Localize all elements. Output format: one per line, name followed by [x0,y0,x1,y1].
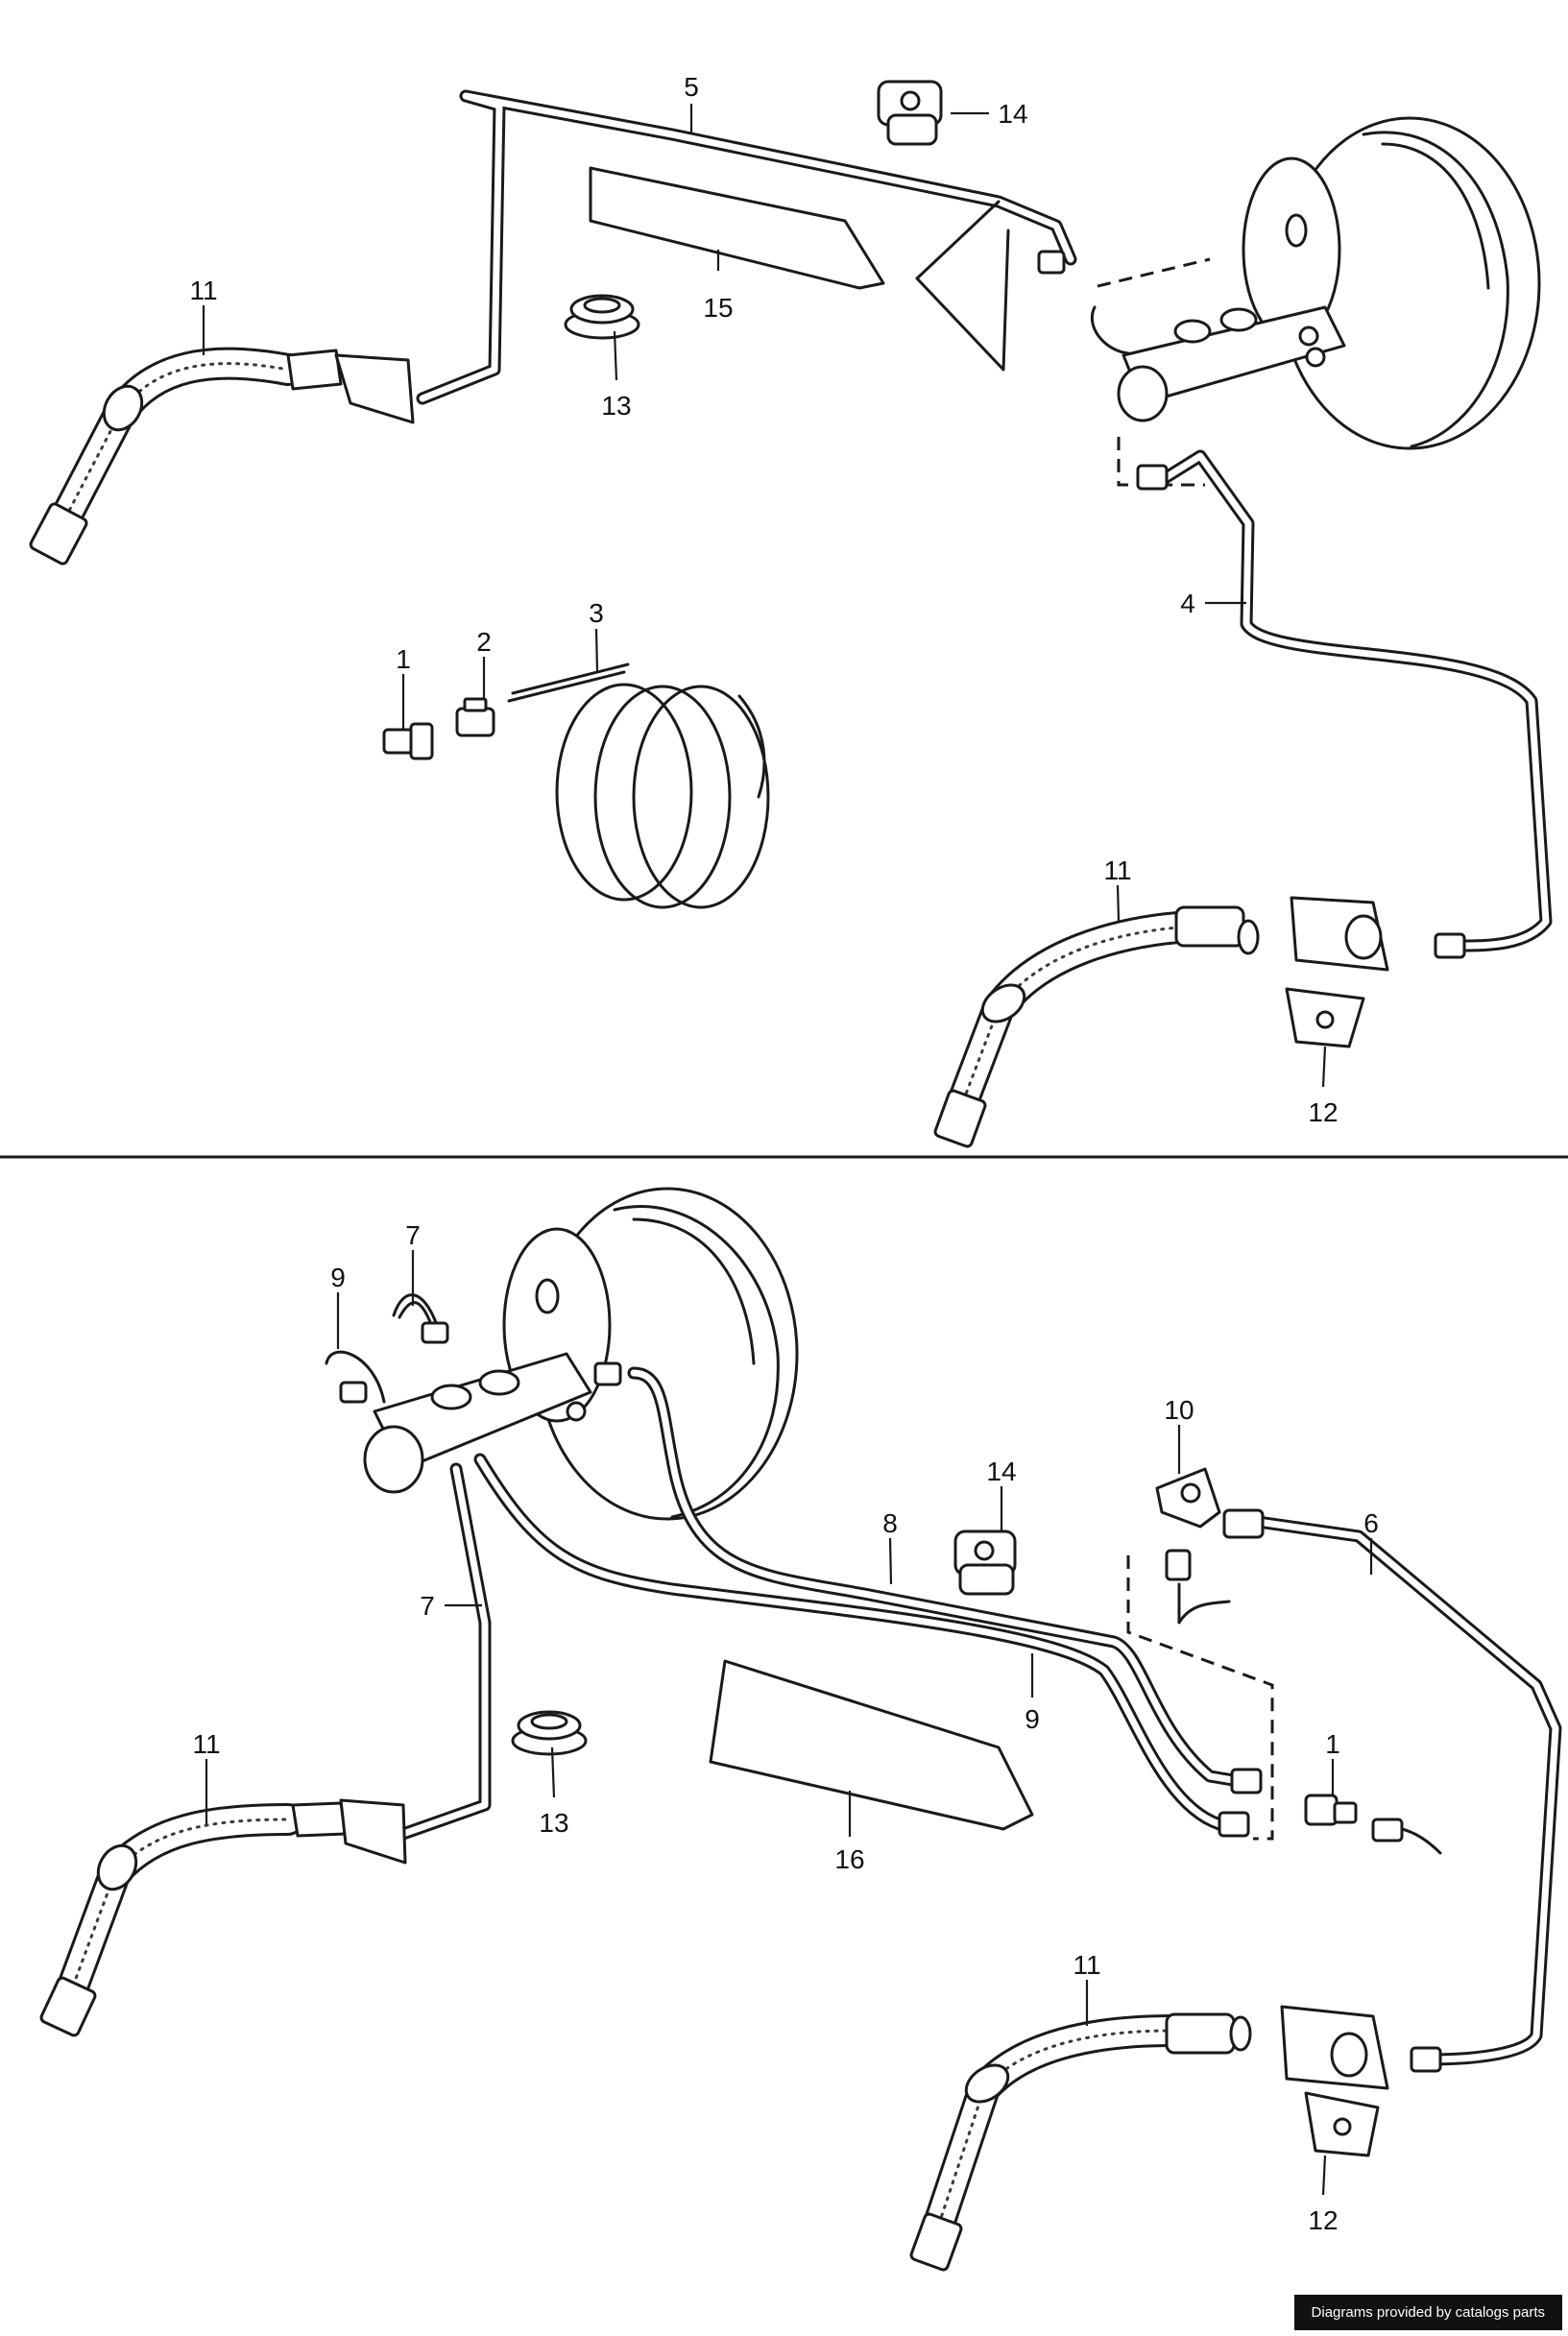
brake-line-7 [397,1462,492,1841]
cover-15 [589,166,885,290]
callout-12-top: 12 [1308,1097,1338,1127]
reference-frame-top [1097,257,1211,487]
callout-1-bottom: 1 [1325,1729,1340,1759]
callout-5: 5 [684,72,699,102]
callout-3: 3 [589,598,604,628]
brake-line-5 [416,89,1077,405]
brake-hose-11-bottom-left [39,1798,407,2037]
brake-hose-11-bottom-rear [909,2012,1252,2272]
brake-line-9 [473,1453,1250,1838]
brake-booster-top [1242,116,1541,450]
brake-line-6 [1222,1508,1562,2073]
bracket-12-top [1285,896,1389,1048]
leader-lines [202,104,1373,2196]
credit-badge: Diagrams provided by catalogs parts [1293,2295,1562,2330]
fitting-1-top [382,722,434,760]
callout-9-lower: 9 [1025,1704,1040,1734]
fitting-1-bottom [1304,1794,1442,1855]
callout-13-top: 13 [601,391,631,421]
grommet-13-bottom [511,1710,588,1756]
brake-line-8 [627,1366,1263,1794]
bottom-assembly [39,1187,1562,2272]
grommet-13-top [564,294,640,340]
clip-14-top [877,80,943,146]
callout-12-bottom: 12 [1308,2205,1338,2235]
callout-11-top-rear: 11 [1103,855,1131,885]
callout-13-bottom: 13 [539,1808,568,1838]
clip-14-bottom [953,1529,1017,1596]
brake-lines-7-9-upper [325,1293,449,1404]
brake-hose-11-top-left [29,347,415,566]
callout-numbers: 11 5 14 15 13 1 2 3 4 11 12 7 9 7 11 13 … [189,72,1378,2235]
callout-11-top-left: 11 [189,276,217,305]
brake-booster-bottom [502,1187,799,1521]
callout-9-upper: 9 [330,1263,346,1292]
coil-3 [507,662,770,909]
reference-frame-bottom [1126,1555,1274,1841]
callout-11-bottom-left: 11 [192,1729,220,1759]
callout-14-bottom: 14 [986,1457,1016,1486]
callout-14-top: 14 [998,99,1027,129]
callout-16: 16 [834,1844,864,1874]
callout-7-lower: 7 [420,1591,435,1621]
brake-line-4 [1136,449,1553,959]
callout-1-top: 1 [396,644,411,674]
master-cylinder-top [1091,305,1346,422]
callout-10: 10 [1164,1395,1194,1425]
callout-8: 8 [882,1508,898,1538]
brake-hose-11-top-rear [933,905,1260,1148]
callout-6: 6 [1363,1508,1379,1538]
callout-4: 4 [1180,589,1195,618]
top-assembly [29,80,1553,1148]
callout-11-bottom-rear: 11 [1073,1950,1100,1980]
tee-10 [1155,1467,1231,1625]
callout-15: 15 [703,293,733,323]
master-cylinder-bottom [363,1352,622,1494]
cover-16 [709,1659,1034,1831]
callout-2-top: 2 [476,627,492,657]
bracket-12-bottom [1280,2005,1389,2157]
callout-7-upper: 7 [405,1220,421,1250]
fitting-2-top [455,697,495,737]
